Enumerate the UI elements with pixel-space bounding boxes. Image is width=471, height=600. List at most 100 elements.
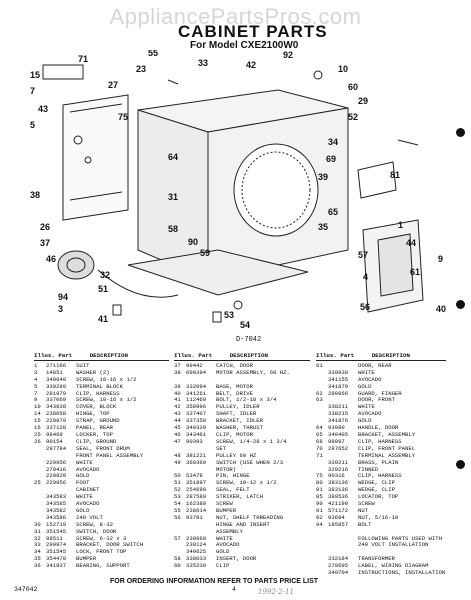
table-row xyxy=(316,549,446,556)
part-description: AVOCADO xyxy=(76,501,100,508)
part-number: 90393 xyxy=(186,438,203,445)
part-number: 389536 xyxy=(328,494,349,501)
illus-number: 60 xyxy=(174,563,181,570)
callout-label: 32 xyxy=(100,270,110,280)
callout-label: 38 xyxy=(30,190,40,200)
part-description: 240 VOLT xyxy=(76,514,103,521)
part-description: SHAFT, IDLER xyxy=(216,411,257,418)
part-number: 93684 xyxy=(328,514,345,521)
illus-number: 54 xyxy=(174,501,181,508)
illus-number: 44 xyxy=(174,418,181,425)
part-number: 53478 xyxy=(186,473,203,480)
illus-number: 63 xyxy=(316,397,323,404)
illus-number: 40 xyxy=(174,390,181,397)
part-number: 280966 xyxy=(328,390,349,397)
illus-number: 85 xyxy=(316,494,323,501)
part-description: HINGE, TOP xyxy=(76,411,110,418)
part-description: STRIKER, LATCH xyxy=(216,494,263,501)
table-row xyxy=(316,529,446,536)
part-number: 162389 xyxy=(186,501,207,508)
part-number: 351545 xyxy=(46,528,67,535)
callout-label: 29 xyxy=(358,96,368,106)
part-description: CLIP, HARNESS xyxy=(76,390,120,397)
part-description: CABINET xyxy=(76,487,100,494)
part-description: HANDLE, DOOR xyxy=(358,425,399,432)
part-description: MOTOR) xyxy=(216,466,237,473)
illus-number: 68 xyxy=(316,438,323,445)
illus-number: 35 xyxy=(34,556,41,563)
callout-label: 71 xyxy=(78,54,88,64)
illus-number: 14 xyxy=(34,411,41,418)
part-description: BUMPER xyxy=(216,507,237,514)
part-number: 343830 xyxy=(46,404,67,411)
part-number: 98997 xyxy=(328,438,345,445)
part-number: 93781 xyxy=(186,514,203,521)
callout-label: 15 xyxy=(30,70,40,80)
callout-label: 53 xyxy=(224,310,234,320)
illus-number: 80 xyxy=(316,480,323,487)
callout-label: 7 xyxy=(30,86,35,96)
part-number: 185857 xyxy=(328,521,349,528)
part-description: BRACKET, IDLER xyxy=(216,418,263,425)
part-description: DOOR, FRONT xyxy=(358,397,395,404)
part-number: 14851 xyxy=(46,369,63,376)
callout-label: 23 xyxy=(136,64,146,74)
part-description: STRAP, GROUND xyxy=(76,418,120,425)
callout-label: 3 xyxy=(58,304,63,314)
column-header: Illus. Part DESCRIPTION xyxy=(174,352,310,361)
part-number: 337350 xyxy=(186,418,207,425)
part-number: 229956 xyxy=(46,459,67,466)
part-description: BOLT xyxy=(358,521,372,528)
table-row: HINGE AND INSERT xyxy=(174,522,310,529)
part-number: 340640 xyxy=(46,376,67,383)
table-row: CABINET xyxy=(34,487,169,494)
callout-label: 40 xyxy=(436,304,446,314)
illus-number: 51 xyxy=(174,480,181,487)
part-number: 337407 xyxy=(186,411,207,418)
part-description: AVOCADO xyxy=(76,466,100,473)
callout-label: 9 xyxy=(438,254,443,264)
part-description: SCREW, 10-16 x 1/2 xyxy=(76,397,137,404)
illus-number: 62 xyxy=(316,390,323,397)
part-description: CLIP xyxy=(216,563,230,570)
part-number: 338033 xyxy=(186,556,207,563)
part-description: SEAL, FELT xyxy=(216,487,250,494)
table-row xyxy=(174,377,310,384)
part-description: BUMPER xyxy=(76,556,97,563)
illus-number: 92 xyxy=(316,514,323,521)
part-description: BELT, DRIVE xyxy=(216,390,253,397)
part-number: 351545 xyxy=(46,549,67,556)
table-row: 44 337350 BRACKET, IDLER xyxy=(174,418,310,425)
